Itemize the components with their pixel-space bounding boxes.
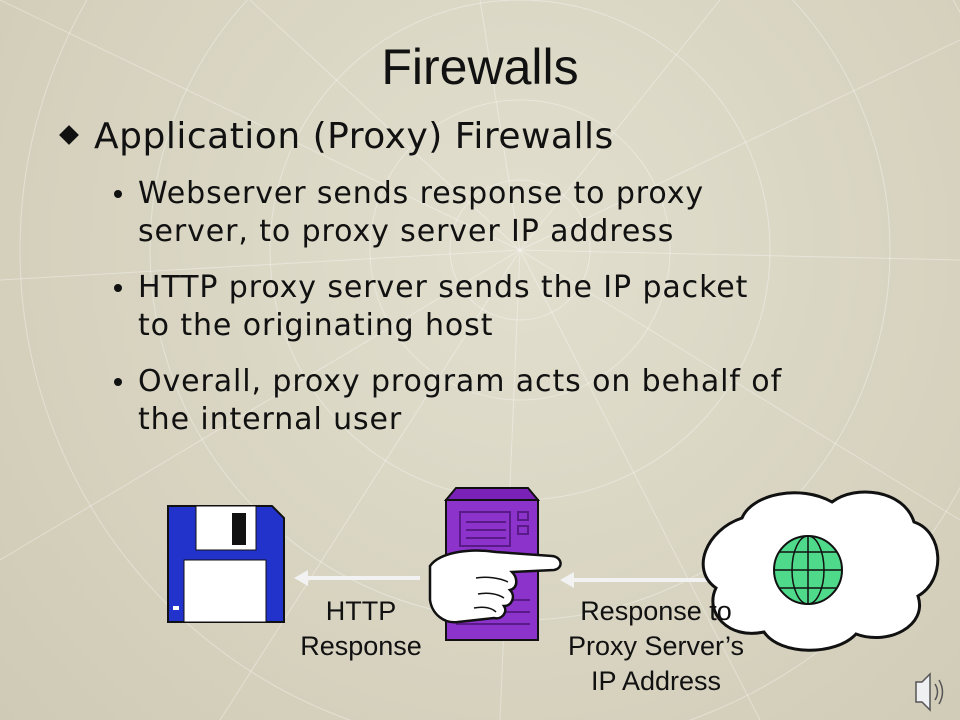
label-line: Response to	[580, 596, 732, 626]
http-response-label: HTTP Response	[286, 594, 436, 664]
sub-bullet-line: server, to proxy server IP address	[138, 214, 675, 249]
sub-bullet-list: Webserver sends response to proxy server…	[112, 175, 932, 457]
label-line: IP Address	[590, 666, 722, 696]
sub-bullet-line: Overall, proxy program acts on behalf of	[138, 364, 783, 399]
main-bullet-text: Application (Proxy) Firewalls	[94, 116, 614, 157]
label-line: HTTP	[325, 596, 397, 626]
label-line: Proxy Server’s	[567, 631, 745, 661]
bullet-dot-icon	[114, 190, 122, 198]
globe-icon	[773, 535, 843, 605]
sub-bullet-line: HTTP proxy server sends the IP packet	[138, 270, 749, 305]
slide-title: Firewalls	[381, 39, 579, 95]
sub-bullet-item: Webserver sends response to proxy server…	[112, 175, 932, 251]
sub-bullet-item: Overall, proxy program acts on behalf of…	[112, 363, 932, 439]
sub-bullet-line: Webserver sends response to proxy	[138, 176, 705, 211]
pointing-hand-icon	[428, 549, 562, 624]
label-line: Response	[300, 631, 422, 661]
sub-bullet-line: the internal user	[138, 402, 403, 437]
left-arrow	[294, 570, 420, 586]
main-bullet: Application (Proxy) Firewalls	[59, 116, 942, 157]
bullet-dot-icon	[114, 284, 122, 292]
proxy-response-label: Response to Proxy Server’s IP Address	[536, 594, 776, 699]
floppy-disk-icon	[167, 505, 285, 623]
bullet-dot-icon	[114, 378, 122, 386]
sub-bullet-item: HTTP proxy server sends the IP packet to…	[112, 269, 932, 345]
speaker-icon[interactable]	[915, 672, 944, 712]
sub-bullet-line: to the originating host	[138, 308, 494, 343]
